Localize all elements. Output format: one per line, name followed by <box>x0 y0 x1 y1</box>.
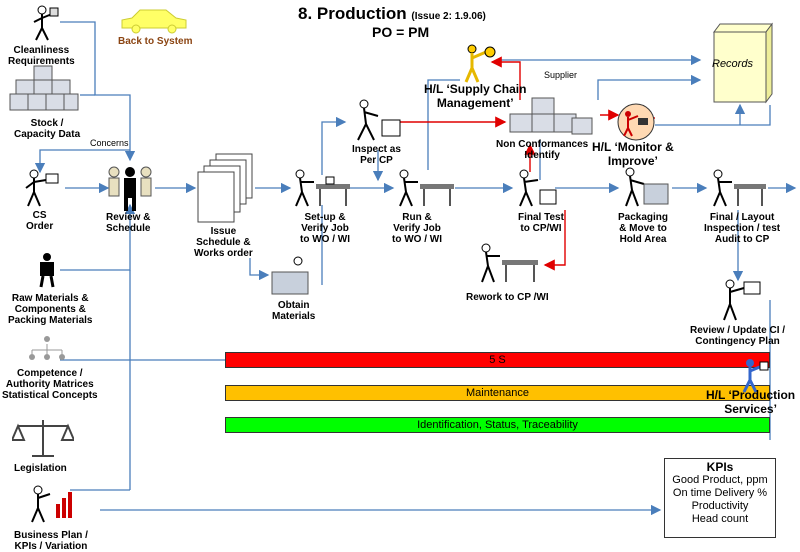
run-worker-icon <box>399 169 454 207</box>
final-inspection-worker-icon <box>713 169 766 207</box>
rework-worker-icon <box>481 243 538 283</box>
five-s-bar: 5 S <box>225 352 770 368</box>
obtain-materials-icon <box>271 256 309 295</box>
records-icon <box>713 22 773 104</box>
car-icon[interactable] <box>118 6 190 34</box>
supply-chain-person-icon <box>464 44 496 83</box>
business-plan-icon <box>31 485 72 523</box>
monitor-improve-hl-label[interactable]: H/L ‘Monitor &Improve’ <box>592 140 674 168</box>
review-update-label: Review / Update CI /Contingency Plan <box>690 325 786 347</box>
business-plan-label: Business Plan /KPIs / Variation <box>14 530 88 552</box>
cleaning-person-icon <box>33 5 59 41</box>
kpi-item: Head count <box>691 513 749 525</box>
customer-icon <box>25 169 59 207</box>
production-services-person-icon <box>742 359 769 393</box>
packaging-worker-icon <box>625 167 669 207</box>
identification-bar: Identification, Status, Traceability <box>225 417 770 433</box>
back-to-system-link[interactable]: Back to System <box>118 36 193 47</box>
records-label: Records <box>712 58 753 70</box>
page-subtitle: PO = PM <box>372 24 430 40</box>
rework-label: Rework to CP /WI <box>466 292 549 303</box>
review-team-icon <box>108 166 152 211</box>
raw-materials-label: Raw Materials &Components &Packing Mater… <box>8 293 93 326</box>
scales-icon <box>12 420 74 457</box>
org-chart-icon <box>29 336 65 360</box>
review-schedule-label: Review &Schedule <box>106 212 151 234</box>
non-conformance-boxes-icon <box>509 97 593 135</box>
identification-label: Identification, Status, Traceability <box>417 419 578 431</box>
concerns-label: Concerns <box>90 138 129 148</box>
page-title: 8. Production (Issue 2: 1.9.06) <box>298 4 486 23</box>
kpi-item: On time Delivery % <box>672 487 768 499</box>
monitor-improve-icon <box>617 103 655 141</box>
kpis-header: KPIs <box>706 460 734 474</box>
stock-boxes-icon <box>9 65 79 111</box>
setup-worker-icon <box>295 169 350 207</box>
five-s-label: 5 S <box>489 354 506 366</box>
supplier-label: Supplier <box>544 70 578 80</box>
stock-label: Stock /Capacity Data <box>14 118 81 140</box>
kpi-item: Productivity <box>691 500 749 512</box>
inspect-worker-icon <box>357 99 401 141</box>
kpis-box: KPIs Good Product, ppm On time Delivery … <box>664 458 776 538</box>
kpi-item: Good Product, ppm <box>672 474 768 486</box>
maintenance-label: Maintenance <box>466 387 529 399</box>
legislation-label: Legislation <box>14 463 67 474</box>
final-test-worker-icon <box>519 169 557 207</box>
maintenance-bar: Maintenance <box>225 385 770 401</box>
review-update-worker-icon <box>723 279 761 321</box>
works-order-documents-icon <box>197 153 253 223</box>
worker-icon <box>39 253 55 288</box>
